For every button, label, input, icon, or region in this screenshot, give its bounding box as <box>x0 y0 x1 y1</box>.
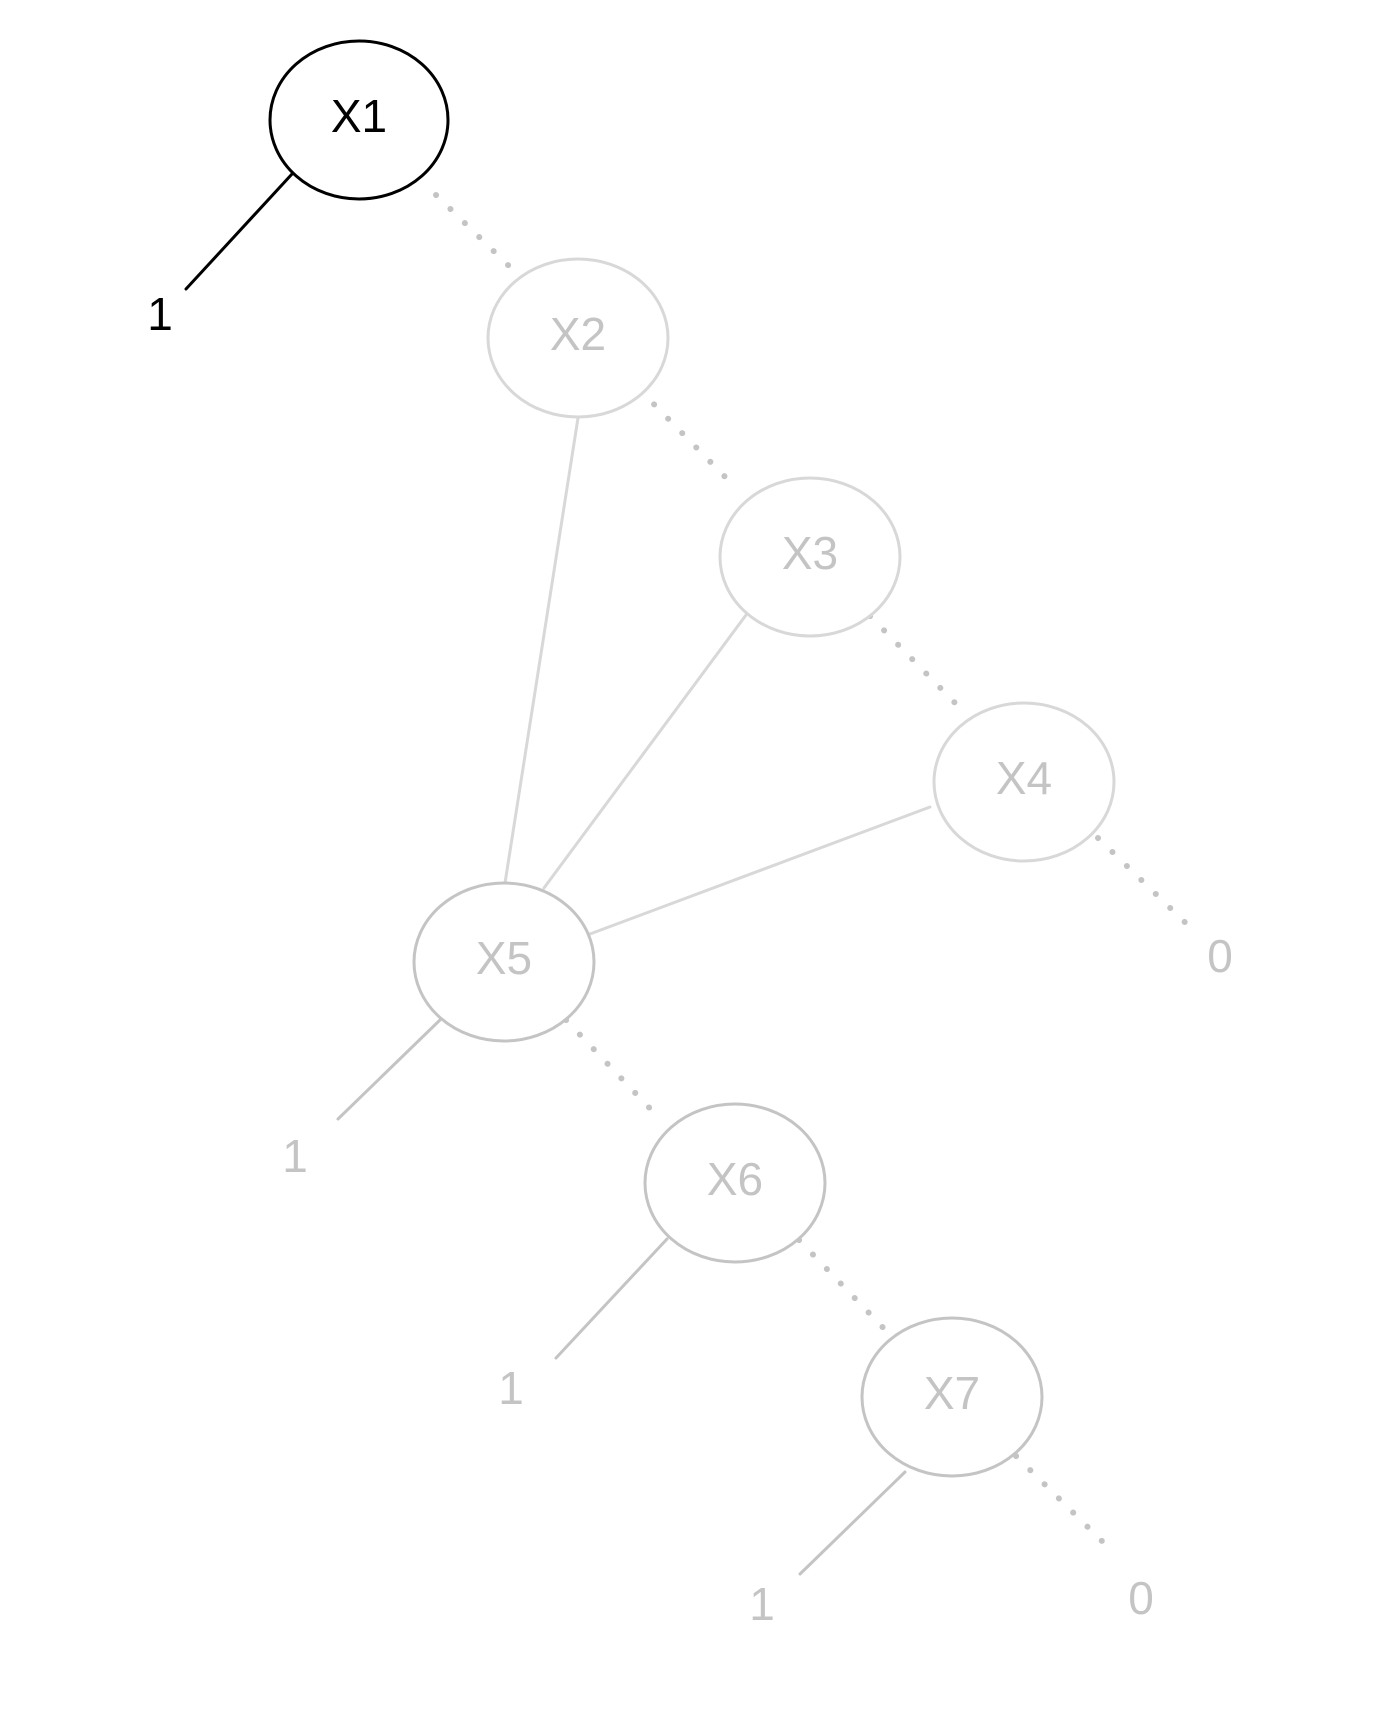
node-x7-label: X7 <box>924 1367 980 1419</box>
node-x1: X1 <box>268 39 450 201</box>
node-x5: X5 <box>412 881 596 1043</box>
node-x4: X4 <box>932 701 1116 863</box>
edge-x1-low <box>433 192 513 270</box>
node-x2-label: X2 <box>550 308 606 360</box>
node-x3-label: X3 <box>782 527 838 579</box>
edge-x7-high <box>798 1470 907 1576</box>
edge-x5-high <box>336 1017 443 1121</box>
node-x1-ellipse <box>268 39 450 201</box>
node-x5-label: X5 <box>476 932 532 984</box>
node-x1-label: X1 <box>331 90 387 142</box>
edge-x3-low <box>867 613 963 711</box>
terminal-x5-high: 1 <box>282 1130 308 1182</box>
edge-x6-high <box>554 1237 669 1360</box>
node-x4-label: X4 <box>996 752 1052 804</box>
node-x6: X6 <box>643 1102 827 1264</box>
node-x3-ellipse <box>718 476 902 638</box>
edge-x1-high <box>184 172 294 291</box>
node-x4-ellipse <box>932 701 1116 863</box>
node-x7-ellipse <box>860 1316 1044 1478</box>
node-x2-ellipse <box>486 257 670 419</box>
terminal-x6-high: 1 <box>498 1362 524 1414</box>
edge-x7-low <box>1013 1453 1114 1553</box>
edge-x4-low <box>1095 835 1198 935</box>
terminal-x1-high: 1 <box>147 288 173 340</box>
node-x5-ellipse <box>412 881 596 1043</box>
edges <box>184 172 1198 1576</box>
node-x6-ellipse <box>643 1102 827 1264</box>
node-x3: X3 <box>718 476 902 638</box>
edge-x5-low <box>563 1017 662 1121</box>
node-x2: X2 <box>486 257 670 419</box>
edge-x3-high <box>542 613 748 890</box>
edge-x2-high <box>503 416 580 885</box>
node-x6-label: X6 <box>707 1153 763 1205</box>
edge-x2-low <box>637 387 738 490</box>
edge-x4-high <box>588 805 932 936</box>
edge-x6-low <box>796 1237 896 1341</box>
terminal-x7-low: 0 <box>1128 1572 1154 1624</box>
terminal-x4-low: 0 <box>1207 930 1233 982</box>
terminal-x7-high: 1 <box>749 1578 775 1630</box>
node-x7: X7 <box>860 1316 1044 1478</box>
